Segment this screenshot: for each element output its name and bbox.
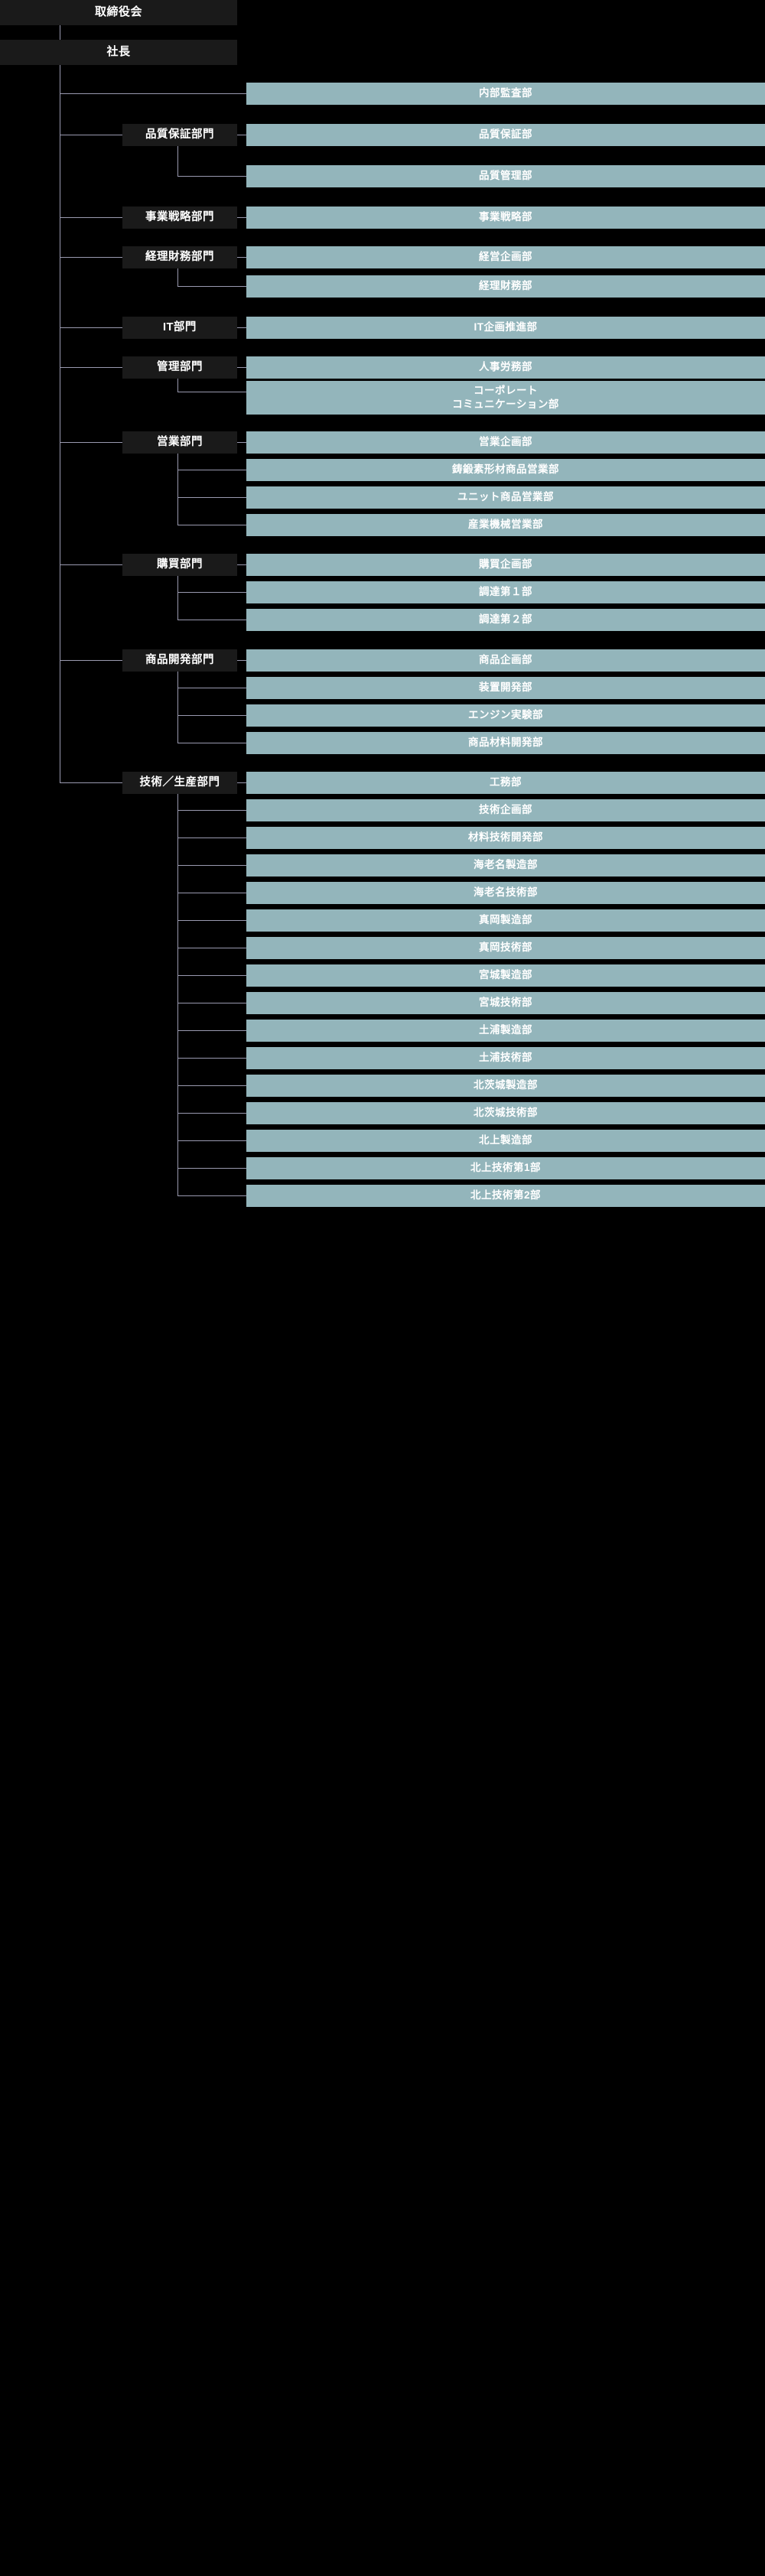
division-box-3[interactable]: 経理財務部門 [122,246,237,268]
division-box-7[interactable]: 購買部門 [122,554,237,576]
department-box-9-1[interactable]: 工務部 [246,772,765,794]
connector-division-9-to-department-11 [177,1058,246,1059]
department-box-9-2[interactable]: 技術企画部 [246,799,765,821]
department-box-5-1[interactable]: 人事労務部 [246,356,765,379]
connector-trunk-to-division-2 [60,217,122,218]
connector-trunk-to-division-5 [60,367,122,368]
department-box-9-7[interactable]: 真岡技術部 [246,937,765,959]
connector-division-6-to-department-3 [177,497,246,498]
connector-division-9-to-department-14 [177,1140,246,1141]
department-box-8-3[interactable]: エンジン実験部 [246,704,765,727]
connector-division-1-to-department-2 [177,176,246,177]
department-box-9-13[interactable]: 北茨城技術部 [246,1102,765,1124]
department-box-5-2[interactable]: コーポレートコミュニケーション部 [246,381,765,415]
connector-trunk-to-division-9 [60,782,122,783]
department-box-9-10[interactable]: 土浦製造部 [246,1020,765,1042]
department-box-9-15[interactable]: 北上技術第1部 [246,1157,765,1179]
connector-division-9-to-department-16 [177,1195,246,1196]
connector-trunk-to-division-3 [60,257,122,258]
department-box-6-3[interactable]: ユニット商品営業部 [246,486,765,509]
division-box-6[interactable]: 営業部門 [122,431,237,454]
connector-division-9-to-department-2 [177,810,246,811]
connector-division-2-to-department-1 [237,217,246,218]
sub-trunk-line-division-3 [177,268,178,286]
department-box-8-2[interactable]: 装置開発部 [246,677,765,699]
executive-box-board[interactable]: 取締役会 [0,0,237,25]
sub-trunk-line-division-5 [177,379,178,392]
division-box-8[interactable]: 商品開発部門 [122,649,237,672]
connector-trunk-to-division-7 [60,564,122,565]
division-box-9[interactable]: 技術／生産部門 [122,772,237,794]
department-box-7-2[interactable]: 調達第１部 [246,581,765,603]
connector-trunk-to-division-6 [60,442,122,443]
department-box-1-1[interactable]: 品質保証部 [246,124,765,146]
connector-division-8-to-department-3 [177,715,246,716]
connector-trunk-to-division-8 [60,660,122,661]
connector-division-5-to-department-1 [237,367,246,368]
sub-trunk-line-division-8 [177,672,178,743]
department-box-9-8[interactable]: 宮城製造部 [246,964,765,987]
connector-division-9-to-department-4 [177,865,246,866]
division-box-4[interactable]: IT部門 [122,317,237,339]
department-box-6-4[interactable]: 産業機械営業部 [246,514,765,536]
department-box-9-3[interactable]: 材料技術開発部 [246,827,765,849]
department-box-7-3[interactable]: 調達第２部 [246,609,765,631]
department-box-2-1[interactable]: 事業戦略部 [246,207,765,229]
department-box-9-14[interactable]: 北上製造部 [246,1130,765,1152]
executive-box-president[interactable]: 社長 [0,40,237,65]
connector-division-9-to-department-8 [177,975,246,976]
sub-trunk-line-division-7 [177,576,178,620]
department-box-9-12[interactable]: 北茨城製造部 [246,1075,765,1097]
connector-division-6-to-department-1 [237,442,246,443]
department-box-1-2[interactable]: 品質管理部 [246,165,765,187]
sub-trunk-line-division-9 [177,794,178,1195]
connector-division-9-to-department-12 [177,1085,246,1086]
department-box-3-2[interactable]: 経理財務部 [246,275,765,298]
connector-division-9-to-department-6 [177,920,246,921]
department-box-6-1[interactable]: 営業企画部 [246,431,765,454]
connector-trunk-to-division-4 [60,327,122,328]
connector-division-4-to-department-1 [237,327,246,328]
connector-division-9-to-department-15 [177,1168,246,1169]
connector-division-9-to-department-13 [177,1113,246,1114]
division-box-5[interactable]: 管理部門 [122,356,237,379]
department-box-9-11[interactable]: 土浦技術部 [246,1047,765,1069]
department-box-9-5[interactable]: 海老名技術部 [246,882,765,904]
department-box-8-4[interactable]: 商品材料開発部 [246,732,765,754]
connector-division-3-to-department-1 [237,257,246,258]
department-box-4-1[interactable]: IT企画推進部 [246,317,765,339]
department-box-9-4[interactable]: 海老名製造部 [246,854,765,877]
department-box-9-9[interactable]: 宮城技術部 [246,992,765,1014]
division-box-2[interactable]: 事業戦略部門 [122,207,237,229]
department-box-7-1[interactable]: 購買企画部 [246,554,765,576]
connector-president-to-internal-audit [60,93,246,94]
department-box-3-1[interactable]: 経営企画部 [246,246,765,268]
department-box-internal-audit[interactable]: 内部監査部 [246,83,765,105]
department-box-6-2[interactable]: 鋳鍛素形材商品営業部 [246,459,765,481]
department-box-9-6[interactable]: 真岡製造部 [246,909,765,932]
connector-division-3-to-department-2 [177,286,246,287]
connector-division-8-to-department-1 [237,660,246,661]
connector-division-9-to-department-10 [177,1030,246,1031]
connector-division-7-to-department-2 [177,592,246,593]
sub-trunk-line-division-1 [177,146,178,176]
connector-division-9-to-department-1 [237,782,246,783]
sub-trunk-line-division-6 [177,454,178,525]
division-box-1[interactable]: 品質保証部門 [122,124,237,146]
department-box-8-1[interactable]: 商品企画部 [246,649,765,672]
department-box-9-16[interactable]: 北上技術第2部 [246,1185,765,1207]
connector-division-7-to-department-1 [237,564,246,565]
